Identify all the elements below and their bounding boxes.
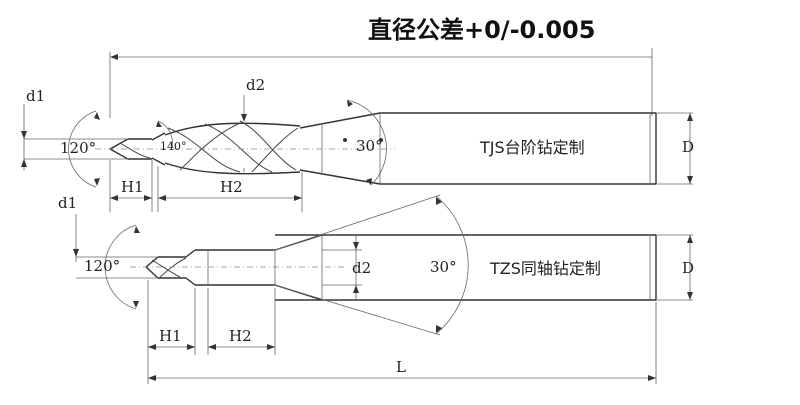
top-flute-5: [251, 127, 299, 173]
top-step-bottom: [151, 157, 166, 166]
top-d1-label: d1: [26, 87, 45, 105]
bottom-d2-label: d2: [352, 259, 371, 277]
top-D-arrow-bottom: [687, 176, 693, 184]
bottom-tip-angle-arrow-top: [134, 226, 140, 233]
tolerance-title: 直径公差+0/-0.005: [368, 16, 596, 44]
top-D-label: D: [682, 138, 694, 156]
bottom-d1-arrow: [73, 249, 79, 257]
bottom-D-arrow-bottom: [687, 292, 693, 300]
bottom-H1-label: H1: [159, 327, 182, 345]
bottom-taper-angle-arc: [435, 195, 469, 335]
top-taper-angle-dot-right: [379, 138, 383, 142]
top-H2-arrow-left: [158, 195, 166, 201]
top-pilot-flute: [119, 142, 151, 159]
top-d2-label: d2: [246, 76, 265, 94]
bottom-H2-arrow-left: [208, 344, 216, 350]
top-taper-top: [299, 112, 381, 129]
bottom-taper-angle-arrow-bottom: [436, 325, 442, 333]
bottom-tool: d1 120° d2 30° D: [58, 194, 694, 384]
top-tip-bottom: [109, 148, 129, 160]
top-H1-label: H1: [121, 178, 144, 196]
top-d1-arrow-top: [21, 131, 27, 139]
bottom-taper-angle-label: 30°: [430, 258, 457, 276]
top-tip-angle-label: 120°: [60, 139, 96, 157]
bottom-tool-label: TZS同轴钻定制: [489, 259, 601, 278]
top-D-arrow-top: [687, 113, 693, 121]
top-H1-arrow-right: [144, 195, 152, 201]
top-body-upper-edge: [164, 122, 301, 136]
bottom-d1-label: d1: [58, 194, 77, 212]
bottom-tip-bottom: [145, 266, 159, 279]
top-H2-label: H2: [220, 178, 243, 196]
top-body-lower-edge: [164, 162, 301, 175]
bottom-tip-angle-arrow-bottom: [133, 301, 139, 308]
top-d1-arrow-bottom: [21, 159, 27, 167]
bottom-taper-angle-arrow-top: [436, 197, 442, 205]
top-step-angle-arrow: [156, 121, 162, 127]
bottom-tip-top: [145, 256, 159, 268]
bottom-tip-angle-arc: [104, 224, 137, 310]
bottom-tip-angle-label: 120°: [84, 257, 120, 275]
bottom-neck-top: [185, 249, 196, 258]
top-tool: d1 120° 140° d2 30°: [21, 48, 694, 212]
top-step-top: [151, 132, 166, 141]
bottom-neck-bottom: [185, 277, 196, 286]
bottom-L-arrow-left: [148, 375, 156, 381]
top-tip-top: [109, 138, 129, 150]
top-flute-2: [204, 123, 273, 173]
top-H1-arrow-left: [110, 195, 118, 201]
top-taper-angle-label: 30°: [356, 137, 383, 155]
top-tip-angle-arrow-bottom: [94, 178, 100, 186]
top-flute-3: [239, 120, 297, 171]
bottom-H1-arrow-right: [187, 344, 195, 350]
top-step-angle-label: 140°: [160, 140, 187, 153]
bottom-taper-ext-top: [274, 194, 441, 251]
bottom-L-label: L: [396, 358, 406, 376]
bottom-taper-ext-bottom: [274, 284, 441, 336]
bottom-H1-arrow-left: [148, 344, 156, 350]
bottom-d2-arrow-bottom: [353, 285, 359, 293]
bottom-D-arrow-top: [687, 235, 693, 243]
top-taper-angle-arrow-bottom: [366, 178, 372, 185]
bottom-H2-label: H2: [229, 327, 252, 345]
bottom-d2-arrow-top: [353, 242, 359, 250]
top-flute-1: [167, 127, 241, 173]
top-taper-angle-arrow-top: [347, 100, 353, 107]
top-H2-arrow-right: [294, 195, 302, 201]
top-d2-arrow: [241, 114, 247, 122]
top-overall-length-arrow: [110, 54, 118, 60]
bottom-pilot-flute-1: [151, 259, 181, 278]
top-flute-4: [179, 123, 239, 171]
top-taper-angle-arc: [346, 99, 387, 186]
top-tip-angle-arrow-top: [94, 112, 100, 120]
top-step-angle-arc: [157, 120, 173, 149]
top-tip-angle-arc: [68, 110, 97, 188]
bottom-H2-arrow-right: [267, 344, 275, 350]
bottom-L-arrow-right: [648, 375, 656, 381]
top-taper-angle-dot-left: [343, 138, 347, 142]
top-taper-bottom: [299, 169, 381, 185]
top-tool-label: TJS台阶钻定制: [479, 138, 585, 157]
bottom-D-label: D: [682, 259, 694, 277]
